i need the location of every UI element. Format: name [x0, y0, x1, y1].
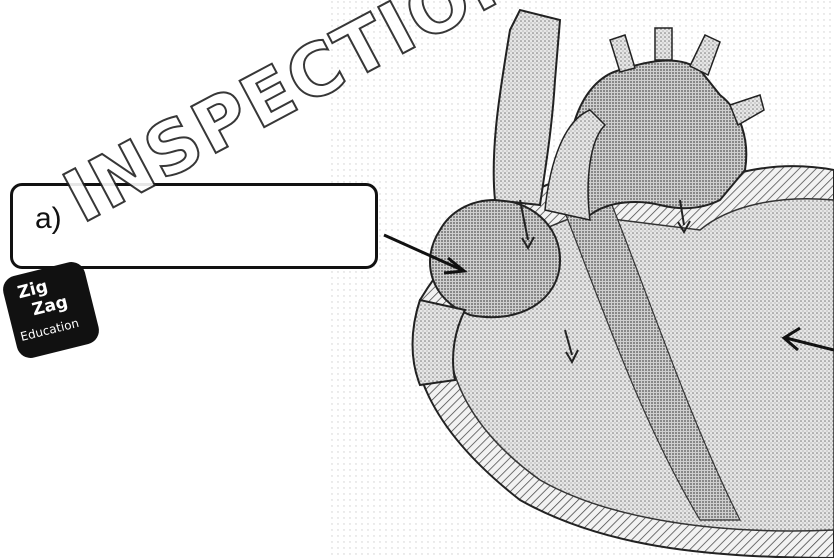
label-letter: a): [35, 202, 62, 236]
vessel-branch: [655, 28, 672, 60]
label-box-a[interactable]: a): [10, 183, 378, 269]
logo-line3: Education: [19, 316, 80, 344]
